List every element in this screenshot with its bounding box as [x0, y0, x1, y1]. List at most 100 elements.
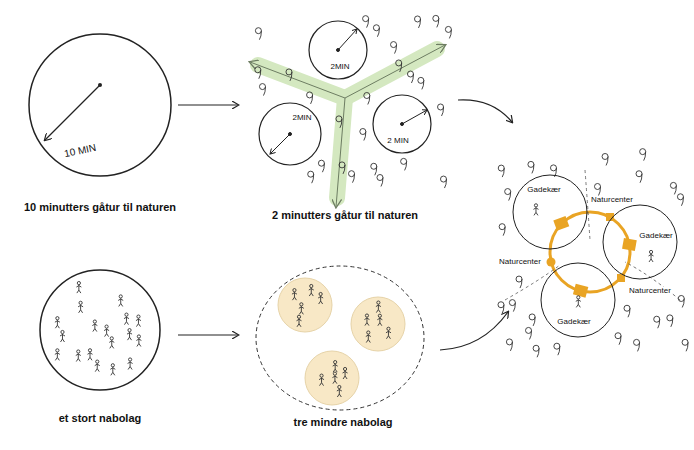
small-neighbourhoods — [278, 278, 405, 405]
dashed-outline — [256, 266, 424, 410]
walk-circle: Gadekær — [602, 204, 678, 280]
person — [377, 314, 382, 326]
circle-shape — [29, 34, 171, 176]
person — [333, 361, 338, 373]
tree — [396, 60, 402, 72]
circle-shape — [513, 175, 587, 249]
person — [118, 295, 123, 307]
tree — [554, 343, 560, 355]
tree — [307, 92, 313, 104]
person — [109, 337, 114, 349]
person — [332, 372, 337, 384]
person — [318, 292, 323, 304]
tree — [640, 149, 646, 161]
tree — [678, 295, 684, 307]
circle-label: Gadekær — [527, 186, 560, 195]
circle-outline — [308, 20, 368, 80]
walk-circle: 10 MIN — [28, 33, 172, 177]
circle-outline — [540, 262, 616, 338]
person — [364, 314, 369, 326]
walk-circle: 2MIN — [308, 20, 368, 80]
tree — [602, 153, 608, 165]
path-arrows — [250, 45, 445, 207]
person — [92, 320, 97, 332]
radius-arrow — [45, 85, 100, 140]
tree — [498, 302, 504, 314]
person — [343, 367, 348, 379]
person — [309, 284, 314, 296]
green-path — [258, 49, 437, 198]
circle-label: Gadekær — [557, 318, 590, 327]
neighbourhood-circle — [40, 270, 160, 390]
person — [110, 364, 115, 376]
tree — [373, 25, 379, 37]
circle-label: 2 MIN — [387, 137, 408, 146]
caption: tre mindre nabolag — [293, 416, 392, 428]
person — [292, 289, 297, 301]
tree — [505, 189, 511, 201]
circle-shape — [309, 21, 367, 79]
flow-arrows — [178, 100, 512, 350]
person — [78, 301, 83, 313]
circle-outline — [602, 204, 678, 280]
tree — [499, 224, 505, 236]
tree — [377, 175, 383, 187]
person — [299, 303, 304, 315]
tree — [438, 104, 444, 116]
person — [55, 349, 60, 361]
tree — [677, 194, 683, 206]
person — [76, 350, 81, 362]
circle-label: Gadekær — [639, 232, 672, 241]
circle-label: 2MIN — [330, 63, 349, 72]
tree — [440, 176, 446, 188]
tree — [364, 92, 370, 104]
tree — [391, 42, 397, 54]
tree — [401, 158, 407, 170]
circle-outline — [258, 102, 322, 166]
tree — [371, 163, 377, 175]
tree — [415, 16, 421, 28]
tree — [528, 161, 534, 173]
person — [319, 374, 324, 386]
circle-shape — [603, 205, 677, 279]
tree — [360, 129, 366, 141]
person — [337, 385, 342, 397]
tree — [615, 333, 621, 345]
tree — [533, 345, 539, 357]
tree — [634, 339, 640, 351]
tree — [363, 16, 369, 28]
small-radius-arrows — [270, 29, 427, 154]
person — [55, 317, 60, 329]
tree — [670, 182, 676, 194]
person — [95, 360, 100, 372]
tree — [336, 116, 342, 128]
person — [104, 325, 109, 337]
circle-shape — [373, 95, 431, 153]
person — [127, 329, 132, 341]
tree — [654, 316, 660, 328]
person — [649, 250, 654, 262]
person — [386, 327, 391, 339]
orange-ring — [547, 212, 637, 298]
walk-circle: 2 MIN — [372, 94, 432, 154]
tree — [308, 171, 314, 183]
caption: 10 minutters gåtur til naturen — [24, 201, 176, 213]
circle-outline — [28, 33, 172, 177]
caption: et stort nabolag — [59, 412, 142, 424]
tree — [526, 327, 532, 339]
tree — [506, 339, 512, 351]
walk-circle: 2MIN — [258, 102, 322, 166]
person — [376, 301, 381, 313]
place-label: Naturcenter — [590, 196, 634, 205]
tree — [529, 314, 535, 326]
tree — [407, 71, 413, 83]
tree — [318, 160, 324, 172]
tree — [339, 162, 345, 174]
person — [136, 335, 141, 347]
person — [366, 331, 371, 343]
person — [76, 281, 81, 293]
circle-shape — [259, 103, 321, 165]
tree — [255, 28, 261, 40]
person — [533, 204, 538, 216]
